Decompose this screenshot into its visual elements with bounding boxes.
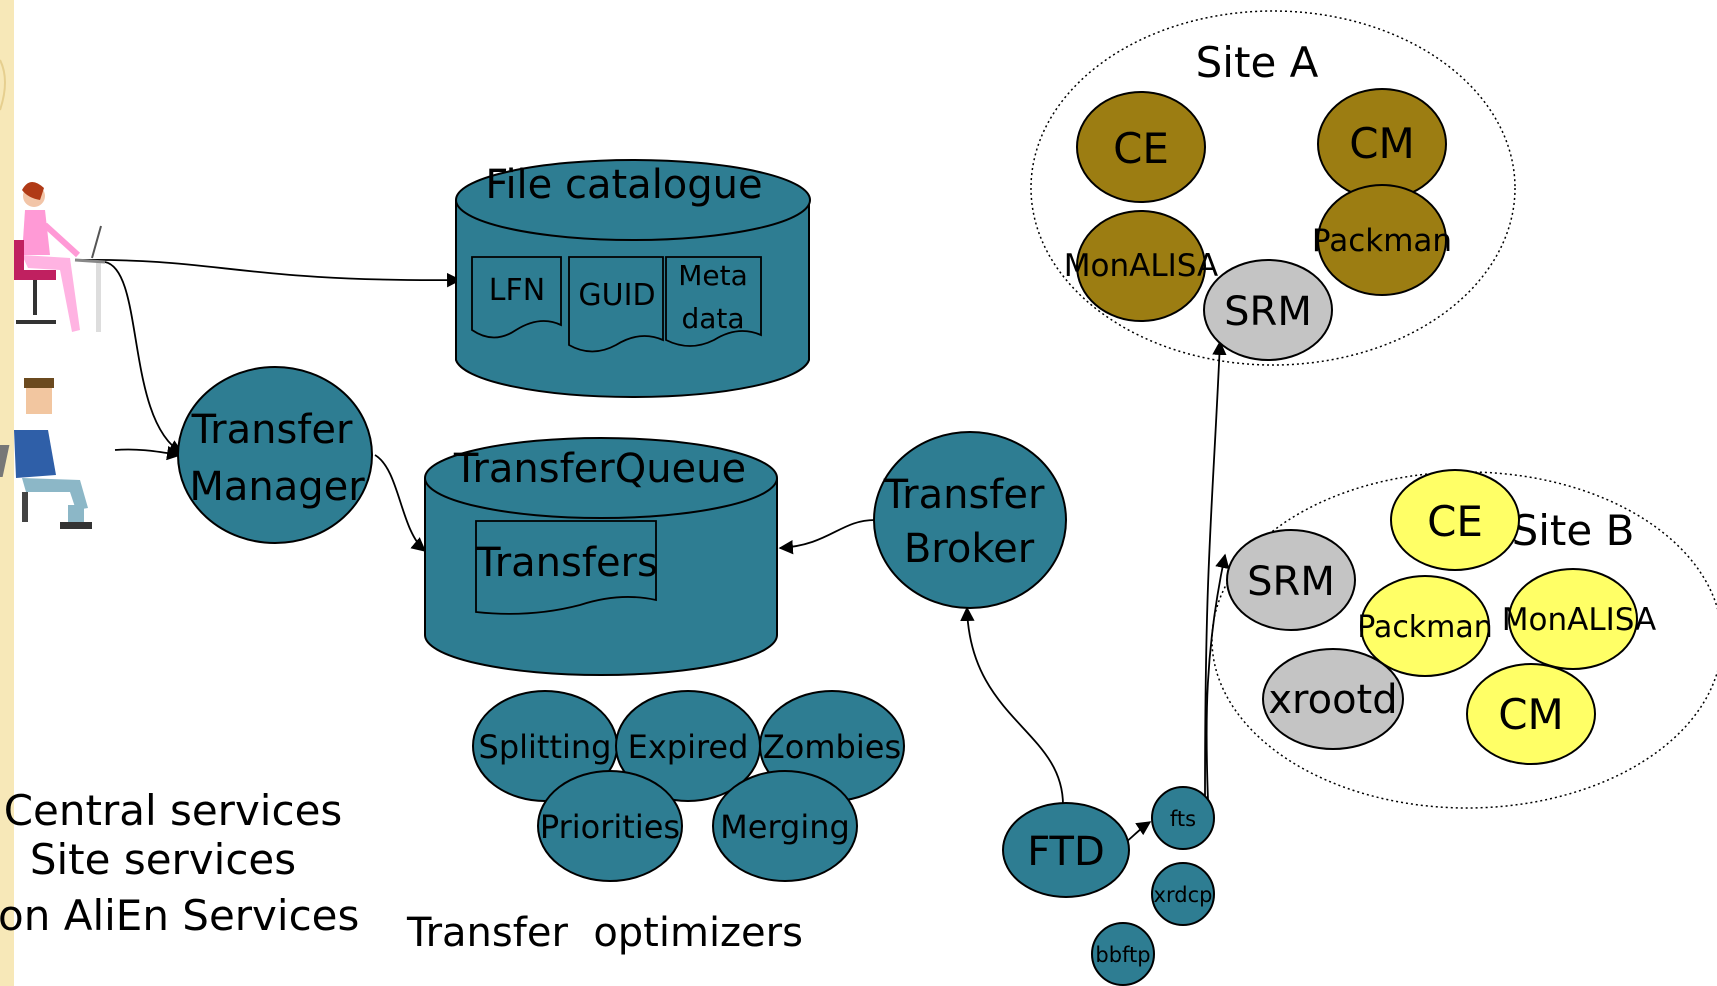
- transfer-manager-node[interactable]: Transfer Manager: [177, 366, 373, 544]
- transfer-manager-label-line2: Manager: [189, 464, 365, 510]
- optimizer-merging-label: Merging: [720, 808, 850, 846]
- optimizer-expired[interactable]: Expired: [615, 690, 761, 802]
- site-a-monalisa[interactable]: MonALISA: [1064, 210, 1218, 322]
- optimizers-group: Splitting Expired Zombies Priorities Mer…: [406, 690, 905, 956]
- site-b-title: Site B: [1512, 506, 1635, 555]
- fts-to-site-b-srm-arrow: [1205, 553, 1230, 801]
- woman-at-laptop-icon: [14, 181, 106, 332]
- site-a-boundary: [1030, 10, 1516, 366]
- bbftp-tool[interactable]: bbftp: [1091, 922, 1155, 986]
- site-b-cm-label: CM: [1498, 690, 1564, 739]
- site-b-xrootd-label: xrootd: [1268, 677, 1397, 723]
- site-a-cm[interactable]: CM: [1317, 88, 1447, 200]
- optimizer-priorities-label: Priorities: [540, 808, 680, 846]
- metadata-label-line1: Meta: [678, 259, 748, 292]
- man-at-laptop-icon: [0, 378, 92, 529]
- site-b-xrootd[interactable]: xrootd: [1262, 648, 1404, 750]
- ftd-node[interactable]: FTD: [1002, 802, 1130, 898]
- transfer-manager-to-queue-arrow: [374, 454, 427, 552]
- guid-document[interactable]: GUID: [568, 256, 664, 353]
- connections: [74, 258, 1230, 846]
- site-b-monalisa[interactable]: MonALISA: [1502, 568, 1656, 670]
- legend: Central services Site services Non AliEn…: [0, 786, 359, 940]
- legend-non-alien-services: Non AliEn Services: [0, 891, 359, 940]
- site-a-packman[interactable]: Packman: [1312, 184, 1452, 296]
- site-a: Site A CE CM Packman MonALISA SRM: [1064, 38, 1452, 361]
- xrdcp-label: xrdcp: [1154, 883, 1213, 907]
- transfer-queue-cylinder[interactable]: TransferQueue Transfers: [424, 437, 778, 676]
- user-to-transfer-manager-arrow: [104, 261, 184, 454]
- optimizers-caption: Transfer optimizers: [406, 910, 803, 956]
- user-to-file-catalogue-arrow: [74, 258, 462, 288]
- broker-to-queue-arrow: [778, 519, 876, 555]
- metadata-label-line2: data: [681, 302, 744, 335]
- guid-label: GUID: [578, 278, 655, 313]
- site-a-ce-label: CE: [1113, 124, 1169, 173]
- site-b-cm[interactable]: CM: [1466, 663, 1596, 765]
- xrdcp-tool[interactable]: xrdcp: [1151, 862, 1215, 926]
- transfer-queue-title: TransferQueue: [453, 446, 746, 492]
- site-b-srm[interactable]: SRM: [1226, 529, 1356, 631]
- optimizer-splitting-label: Splitting: [479, 728, 612, 766]
- legend-site-services: Site services: [30, 835, 296, 884]
- transfers-document[interactable]: Transfers: [475, 520, 658, 615]
- site-a-monalisa-label: MonALISA: [1064, 248, 1218, 284]
- lfn-document[interactable]: LFN: [471, 256, 562, 339]
- transfer-manager-label-line1: Transfer: [191, 407, 353, 453]
- fts-label: fts: [1170, 807, 1196, 831]
- optimizer-priorities[interactable]: Priorities: [537, 770, 683, 882]
- file-catalogue-cylinder[interactable]: File catalogue LFN GUID Meta data: [455, 159, 811, 398]
- site-a-title: Site A: [1196, 38, 1319, 87]
- fts-tool[interactable]: fts: [1151, 786, 1215, 850]
- site-b-packman-label: Packman: [1357, 610, 1493, 645]
- optimizer-zombies-label: Zombies: [763, 728, 901, 766]
- site-b-ce[interactable]: CE: [1390, 469, 1520, 571]
- site-b-ce-label: CE: [1427, 497, 1483, 546]
- optimizer-merging[interactable]: Merging: [712, 770, 858, 882]
- ftd-label: FTD: [1027, 829, 1105, 875]
- fts-to-site-a-srm-arrow: [1204, 340, 1227, 801]
- transfer-broker-label-line2: Broker: [904, 526, 1035, 572]
- site-a-cm-label: CM: [1349, 119, 1415, 168]
- site-a-srm[interactable]: SRM: [1203, 259, 1333, 361]
- ftd-to-broker-arrow: [960, 606, 1064, 806]
- site-a-ce[interactable]: CE: [1076, 91, 1206, 203]
- file-catalogue-title: File catalogue: [485, 162, 762, 208]
- site-b-packman[interactable]: Packman: [1357, 575, 1493, 677]
- site-b-srm-label: SRM: [1247, 559, 1335, 605]
- lfn-label: LFN: [489, 273, 545, 308]
- transfers-label: Transfers: [475, 540, 658, 586]
- user2-to-transfer-manager-arrow: [114, 445, 182, 461]
- transfer-broker-node[interactable]: Transfer Broker: [873, 431, 1067, 609]
- site-b-monalisa-label: MonALISA: [1502, 602, 1656, 638]
- site-a-srm-label: SRM: [1224, 289, 1312, 335]
- legend-central-services: Central services: [4, 786, 343, 835]
- metadata-document[interactable]: Meta data: [665, 256, 762, 347]
- bbftp-label: bbftp: [1095, 943, 1150, 967]
- decorative-left-border: [0, 0, 14, 986]
- site-b: Site B CE SRM Packman MonALISA xrootd CM: [1226, 469, 1656, 765]
- transfer-broker-label-line1: Transfer: [883, 472, 1045, 518]
- site-a-packman-label: Packman: [1312, 223, 1452, 259]
- optimizer-expired-label: Expired: [628, 728, 749, 766]
